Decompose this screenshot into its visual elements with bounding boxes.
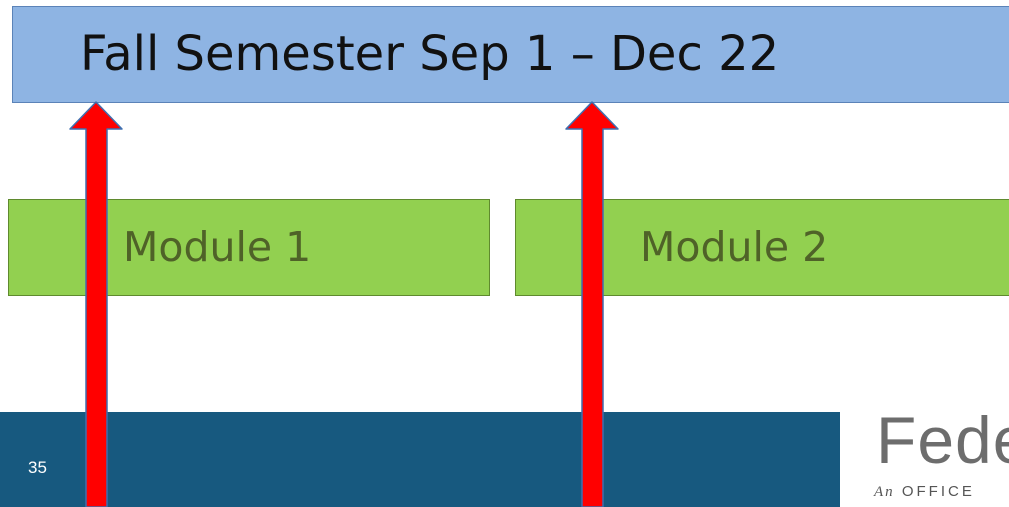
module-2-label: Module 2 (640, 223, 829, 271)
footer-band (0, 412, 840, 507)
logo-text: Fede (876, 403, 1009, 477)
logo-tagline: An OFFICE (874, 483, 975, 501)
semester-title: Fall Semester Sep 1 – Dec 22 (80, 26, 780, 82)
page-number: 35 (28, 458, 47, 477)
module-1-label: Module 1 (123, 223, 312, 271)
semester-bar (12, 6, 1009, 103)
logo-tagline-prefix: An (874, 484, 895, 500)
logo-tagline-word: OFFICE (901, 483, 975, 500)
